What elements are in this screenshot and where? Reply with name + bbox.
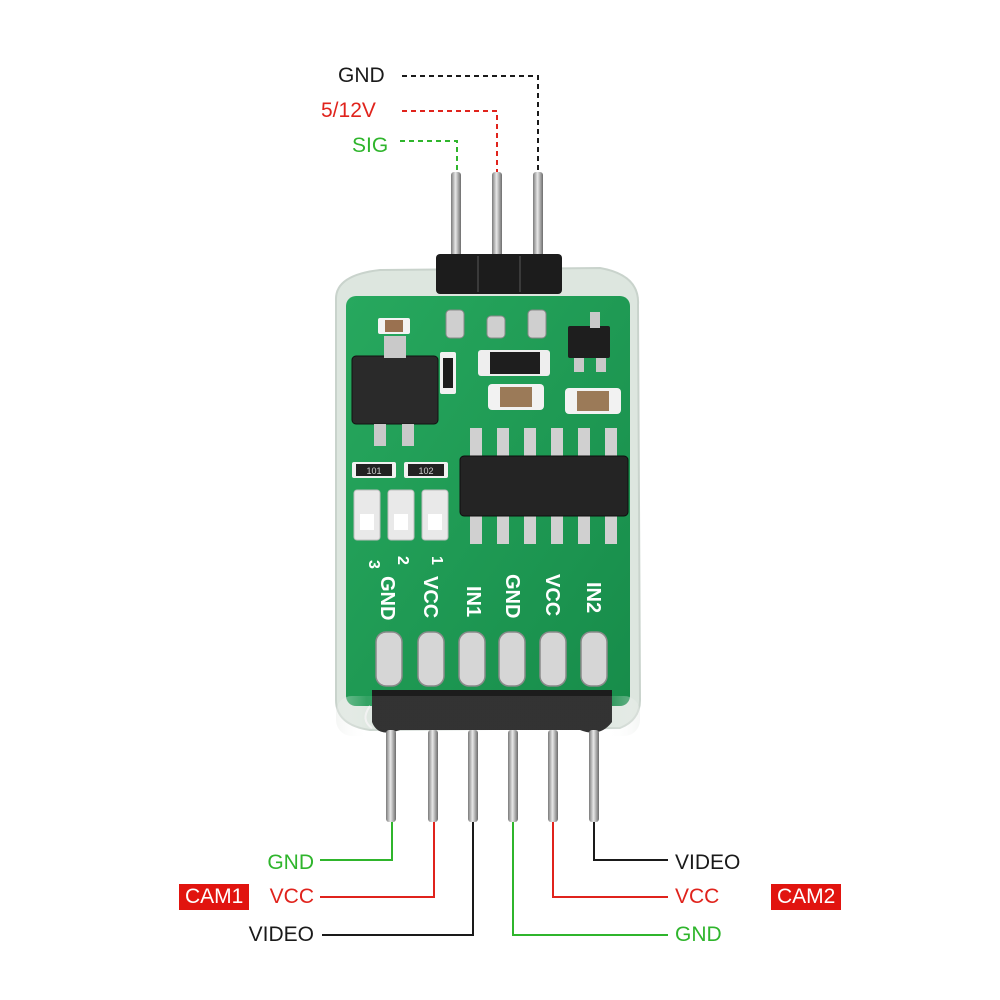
- resistor2-label: 102: [418, 466, 433, 476]
- gnd-leader-line: [402, 75, 539, 172]
- pin-label-vcc1: VCC: [419, 576, 441, 618]
- top-label-gnd: GND: [338, 64, 385, 87]
- top-label-power: 5/12V: [321, 99, 376, 122]
- cam1-gnd-line: [320, 822, 393, 861]
- top-pins: [451, 172, 543, 272]
- pcb-module: 101 102 3 2 1 GND VCC IN1 GND VCC IN2: [334, 254, 642, 736]
- cam1-label-vcc: VCC: [269, 885, 314, 908]
- led2-label: 2: [394, 556, 411, 565]
- ic-chip: [459, 428, 629, 544]
- pin-label-gnd1: GND: [376, 576, 398, 620]
- cam2-vcc-line: [552, 822, 668, 898]
- cam2-tag: CAM2: [771, 884, 842, 910]
- pin-label-in2: IN2: [582, 582, 604, 613]
- cam2-label-vcc: VCC: [675, 885, 720, 908]
- cam2-label-video: VIDEO: [675, 851, 741, 874]
- power-leader-line: [402, 110, 498, 172]
- cam2-video-line: [593, 822, 668, 861]
- bottom-leader-lines: [320, 822, 668, 936]
- cam1-label-video: VIDEO: [248, 923, 314, 946]
- led-indicators: [353, 489, 449, 541]
- pin-label-gnd2: GND: [501, 574, 523, 618]
- bottom-pins: [386, 730, 599, 822]
- cam2-gnd-line: [512, 822, 668, 936]
- top-label-sig: SIG: [352, 134, 389, 157]
- cam1-tag: CAM1: [179, 884, 250, 910]
- sig-leader-line: [400, 140, 458, 172]
- pin-label-in1: IN1: [462, 586, 484, 617]
- cam1-vcc-line: [320, 822, 435, 898]
- resistor1-label: 101: [366, 466, 381, 476]
- pin-label-vcc2: VCC: [541, 574, 563, 616]
- cam2-label-gnd: GND: [675, 923, 722, 946]
- cam1-label-gnd: GND: [267, 851, 314, 874]
- cam1-video-line: [322, 822, 474, 936]
- led3-label: 3: [365, 560, 382, 569]
- top-leader-lines: [400, 75, 539, 172]
- led1-label: 1: [428, 556, 445, 565]
